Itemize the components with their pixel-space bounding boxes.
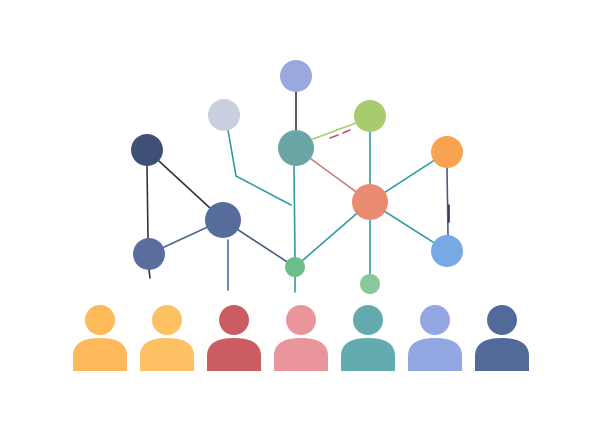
dash-accent-2	[342, 129, 351, 134]
person-icon	[274, 305, 328, 371]
nodes-layer	[131, 60, 463, 294]
person-head	[152, 305, 182, 335]
person-head	[219, 305, 249, 335]
node-navy	[131, 134, 163, 166]
person-head	[286, 305, 316, 335]
node-blue-left	[133, 238, 165, 270]
person-icon	[73, 305, 127, 371]
node-orange	[431, 136, 463, 168]
person-icon	[207, 305, 261, 371]
person-body	[408, 338, 462, 371]
node-top	[280, 60, 312, 92]
person-body	[341, 338, 395, 371]
edge-navy-to-blue-left	[146, 165, 149, 239]
person-body	[207, 338, 261, 371]
node-blue-mid	[205, 202, 241, 238]
node-silver	[208, 99, 240, 131]
person-head	[353, 305, 383, 335]
person-icon	[408, 305, 462, 371]
edge-silver-to-teal-hub	[227, 129, 292, 206]
node-green-small	[285, 257, 305, 277]
person-icon	[140, 305, 194, 371]
node-sky	[431, 235, 463, 267]
person-body	[274, 338, 328, 371]
node-salmon-hub	[352, 184, 388, 220]
edge-teal-hub-to-lime	[312, 122, 357, 140]
edge-teal-hub-to-green-small	[293, 165, 296, 258]
stub-line-blue-left	[148, 269, 151, 279]
person-icon	[341, 305, 395, 371]
person-body	[73, 338, 127, 371]
person-head	[420, 305, 450, 335]
person-head	[487, 305, 517, 335]
person-body	[140, 338, 194, 371]
dash-accent-1	[329, 134, 339, 139]
person-body	[475, 338, 529, 371]
edges-layer	[146, 75, 449, 285]
person-icon	[475, 305, 529, 371]
node-mint-small	[360, 274, 380, 294]
decorations-layer	[148, 129, 450, 293]
node-lime	[354, 100, 386, 132]
people-row	[73, 305, 529, 371]
node-teal-hub	[278, 130, 314, 166]
edge-orange-to-sky	[446, 167, 449, 236]
person-head	[85, 305, 115, 335]
